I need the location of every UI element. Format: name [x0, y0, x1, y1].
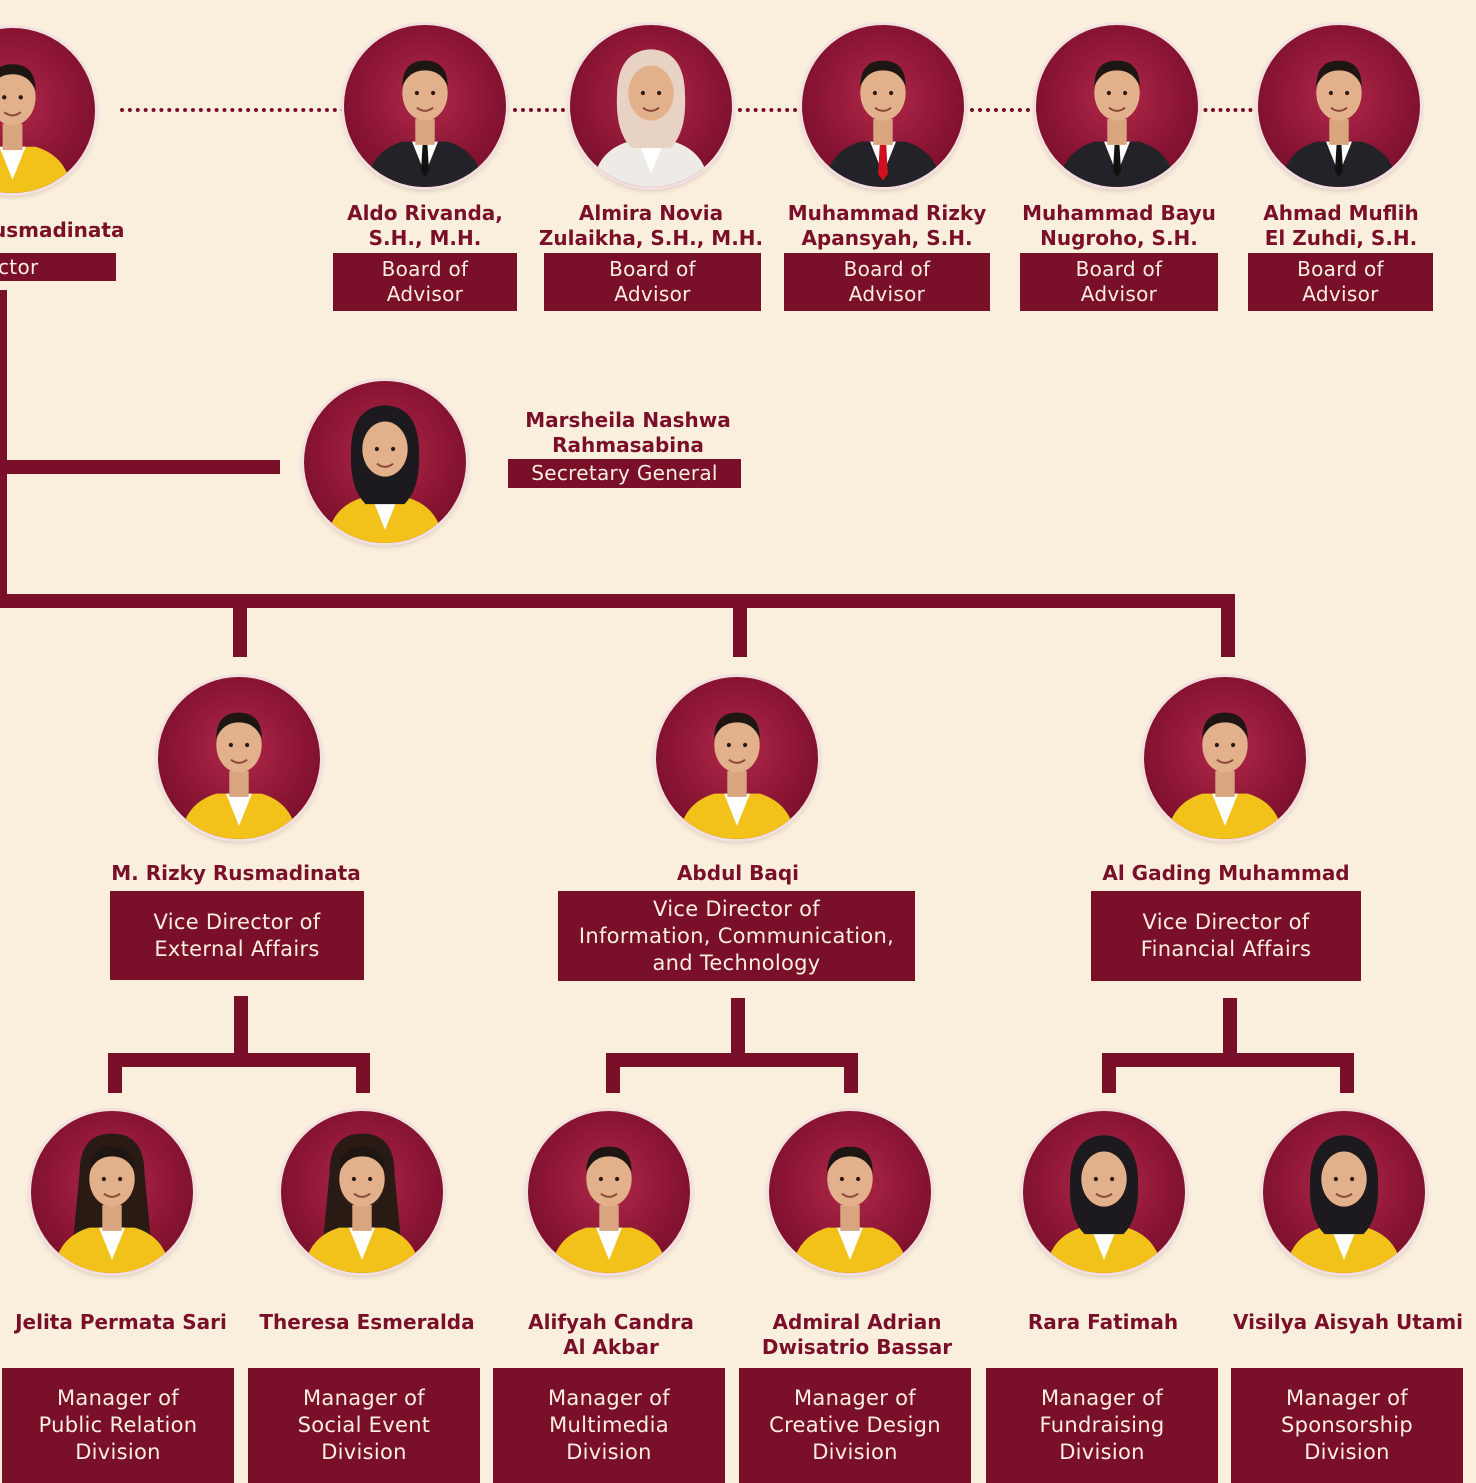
advisor-dotted-line	[962, 108, 1038, 112]
advisor-name: Muhammad Rizky Apansyah, S.H.	[787, 201, 987, 250]
vice-director-photo	[1144, 677, 1306, 839]
manager-photo	[528, 1111, 690, 1273]
vice-director-role-label: Vice Director of Financial Affairs	[1091, 891, 1361, 981]
manager-name: Theresa Esmeralda	[259, 1310, 475, 1334]
manager-photo	[281, 1111, 443, 1273]
vice-director-bus-line	[0, 594, 1235, 608]
financial-bus-line	[1102, 1053, 1354, 1067]
manager-role-label: Manager of Sponsorship Division	[1231, 1368, 1463, 1483]
vice-director-name: Al Gading Muhammad	[1102, 861, 1350, 885]
manager-role-label: Manager of Creative Design Division	[739, 1368, 971, 1483]
manager-role-label: Manager of Multimedia Division	[493, 1368, 725, 1483]
advisor-photo	[1258, 25, 1420, 187]
portrait-silhouette	[791, 1146, 909, 1273]
portrait-silhouette	[0, 64, 72, 193]
financial-drop-right	[1340, 1060, 1354, 1093]
vice-director-role-label: Vice Director of Information, Communicat…	[558, 891, 915, 981]
ict-drop-right	[844, 1060, 858, 1093]
advisor-name: Almira Novia Zulaikha, S.H., M.H.	[538, 201, 764, 250]
portrait-silhouette	[366, 60, 484, 187]
advisor-photo	[1036, 25, 1198, 187]
external-bus-line	[108, 1053, 370, 1067]
advisor-dotted-line	[505, 108, 573, 112]
ict-stem-line	[731, 998, 745, 1056]
vice-director-photo	[656, 677, 818, 839]
vice-director-name: M. Rizky Rusmadinata	[111, 861, 361, 885]
manager-name: Jelita Permata Sari	[15, 1310, 227, 1334]
ict-drop-left	[606, 1060, 620, 1093]
manager-role-label: Manager of Public Relation Division	[2, 1368, 234, 1483]
portrait-silhouette	[53, 1133, 171, 1273]
manager-photo	[1263, 1111, 1425, 1273]
advisor-dotted-line	[120, 108, 345, 112]
manager-photo	[31, 1111, 193, 1273]
advisor-photo	[344, 25, 506, 187]
portrait-silhouette	[1166, 712, 1284, 839]
portrait-silhouette	[824, 60, 942, 187]
advisor-photo	[570, 25, 732, 187]
manager-name: Visilya Aisyah Utami	[1232, 1310, 1464, 1334]
advisor-name: Aldo Rivanda, S.H., M.H.	[347, 201, 503, 250]
external-drop-right	[356, 1060, 370, 1093]
advisor-role-label: Board of Advisor	[333, 253, 517, 311]
portrait-silhouette	[678, 712, 796, 839]
vice-director-photo	[158, 677, 320, 839]
advisor-dotted-line	[730, 108, 805, 112]
manager-photo	[1023, 1111, 1185, 1273]
advisor-role-label: Board of Advisor	[784, 253, 990, 311]
manager-role-label: Manager of Fundraising Division	[986, 1368, 1218, 1483]
secretary-name: Marsheila Nashwa Rahmasabina	[525, 408, 731, 457]
secretary-photo	[304, 381, 466, 543]
external-drop-left	[108, 1060, 122, 1093]
portrait-silhouette	[550, 1146, 668, 1273]
manager-role-label: Manager of Social Event Division	[248, 1368, 480, 1483]
manager-name: Alifyah Candra Al Akbar	[528, 1310, 694, 1359]
secretary-role-label: Secretary General	[508, 459, 741, 488]
advisor-name: Muhammad Bayu Nugroho, S.H.	[1022, 201, 1216, 250]
director-trunk-line	[0, 290, 7, 602]
portrait-silhouette	[592, 49, 710, 187]
manager-name: Admiral Adrian Dwisatrio Bassar	[761, 1310, 953, 1359]
portrait-silhouette	[1280, 60, 1398, 187]
portrait-silhouette	[1285, 1135, 1403, 1273]
vice-director-drop-3	[1221, 600, 1235, 657]
financial-stem-line	[1223, 998, 1237, 1056]
portrait-silhouette	[1058, 60, 1176, 187]
advisor-name: Ahmad Muflih El Zuhdi, S.H.	[1263, 201, 1419, 250]
manager-photo	[769, 1111, 931, 1273]
vice-director-role-label: Vice Director of External Affairs	[110, 891, 364, 980]
manager-name: Rara Fatimah	[1027, 1310, 1179, 1334]
director-photo	[0, 28, 95, 193]
director-name: usmadinata	[0, 218, 125, 242]
financial-drop-left	[1102, 1060, 1116, 1093]
portrait-silhouette	[303, 1133, 421, 1273]
vice-director-name: Abdul Baqi	[676, 861, 800, 885]
advisor-role-label: Board of Advisor	[1020, 253, 1218, 311]
vice-director-drop-2	[733, 600, 747, 657]
portrait-silhouette	[326, 405, 444, 543]
advisor-role-label: Board of Advisor	[1248, 253, 1433, 311]
ict-bus-line	[606, 1053, 858, 1067]
external-stem-line	[234, 996, 248, 1056]
director-role-label: ctor	[0, 253, 116, 281]
secretary-branch-line	[0, 460, 280, 474]
portrait-silhouette	[1045, 1135, 1163, 1273]
portrait-silhouette	[180, 712, 298, 839]
advisor-photo	[802, 25, 964, 187]
advisor-role-label: Board of Advisor	[544, 253, 761, 311]
advisor-dotted-line	[1196, 108, 1260, 112]
vice-director-drop-1	[233, 600, 247, 657]
